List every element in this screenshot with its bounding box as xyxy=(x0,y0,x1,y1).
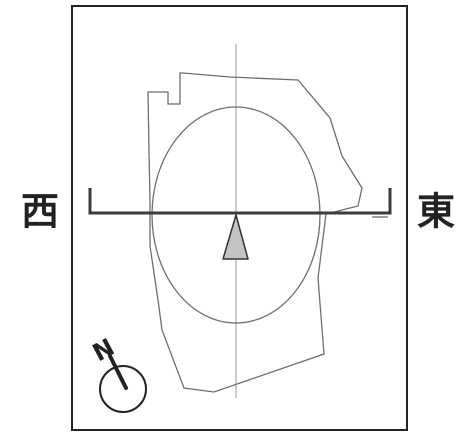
map-frame xyxy=(71,5,408,431)
oval-track xyxy=(151,106,321,324)
compass-circle xyxy=(99,365,147,413)
site-boundary xyxy=(147,72,363,393)
compass-needle xyxy=(108,354,128,390)
west-label: 西 xyxy=(21,190,59,234)
east-label: 東 xyxy=(417,190,455,234)
section-line xyxy=(88,188,392,215)
triangle-up-icon xyxy=(222,214,249,260)
